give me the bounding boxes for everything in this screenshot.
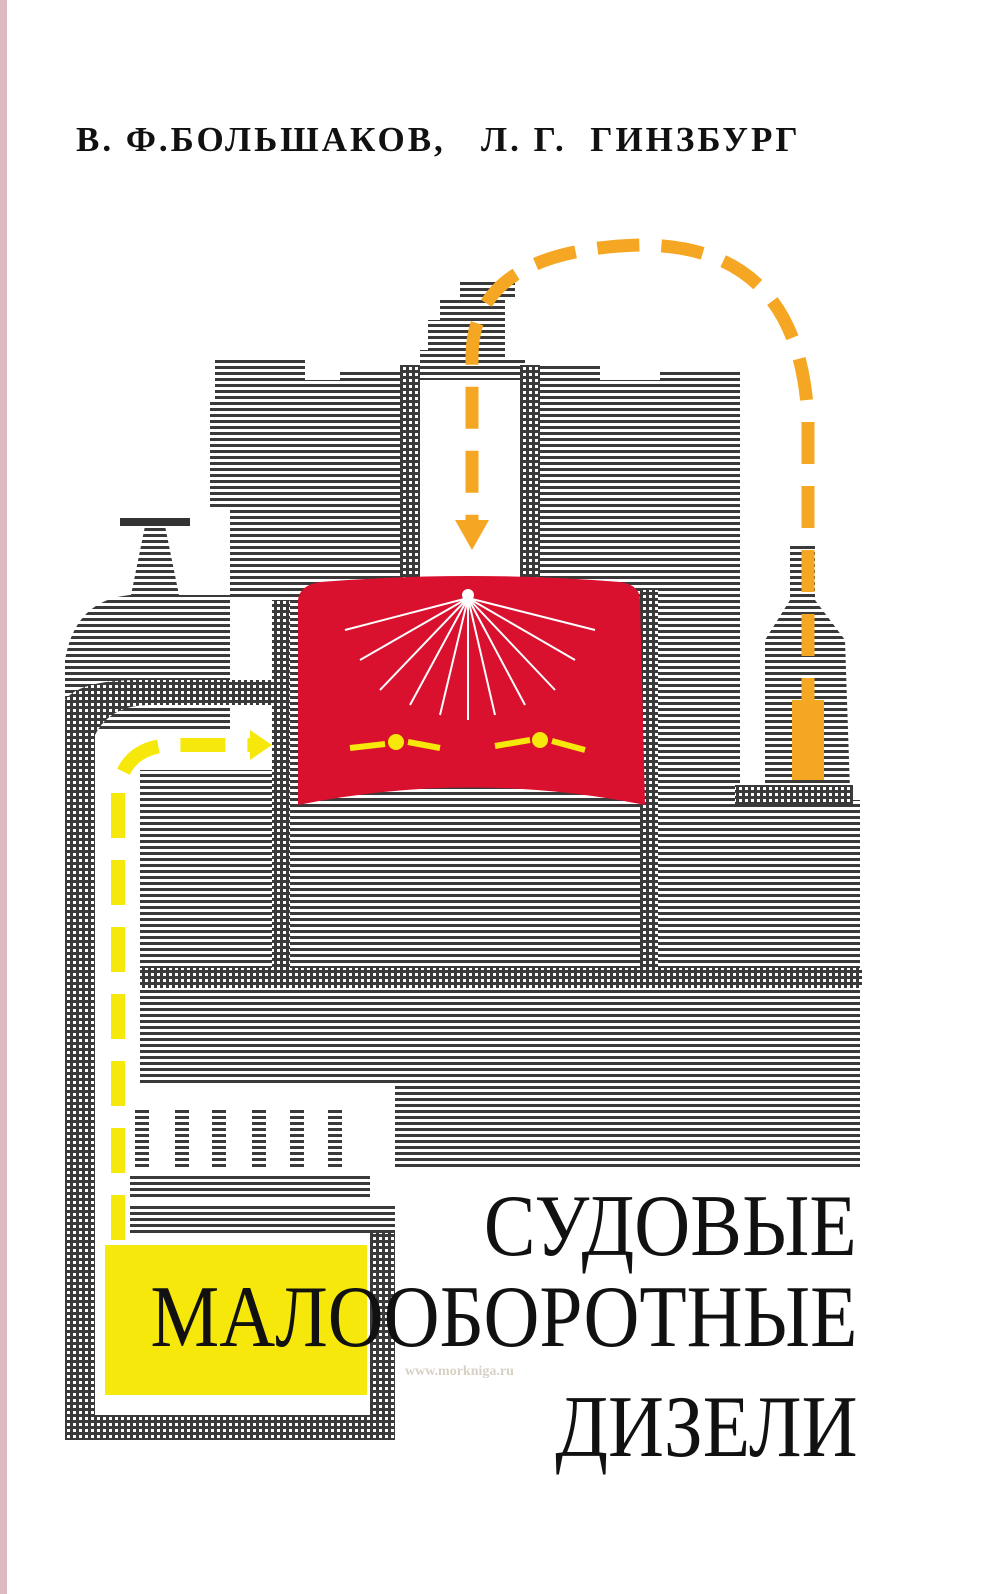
fuel-spray-icon [344,589,596,720]
air-flow-arrow [111,738,250,1240]
book-spine-edge [0,0,7,1594]
scavenge-ports [349,732,586,753]
cylinder-cover-left [210,360,400,600]
exhaust-pipe-right [520,365,540,580]
exhaust-arrowhead-icon [455,520,489,550]
cylinder-wall-right [640,590,658,970]
cylinder-wall-left [272,600,290,970]
title-line-1: СУДОВЫЕ [484,1178,857,1275]
title-line-2: МАЛООБОРОТНЫЕ [149,1269,857,1366]
title-line-3: ДИЗЕЛИ [554,1379,857,1476]
frame-band [140,968,862,988]
cylinder-cover-right [540,365,740,580]
watermark: www.morkniga.ru [405,1364,514,1379]
fuel-pump [735,545,853,805]
exhaust-pipe-left [400,365,420,595]
crank-elements [130,1110,370,1200]
air-arrowhead-icon [250,730,272,760]
air-chamber-yellow [105,1245,367,1395]
fuel-pump-plunger [792,700,824,780]
valve [120,518,190,600]
sump-top [130,1205,395,1233]
combustion-chamber [298,576,645,805]
authors: В. Ф.БОЛЬШАКОВ, Л. Г. ГИНЗБУРГ [76,120,801,159]
